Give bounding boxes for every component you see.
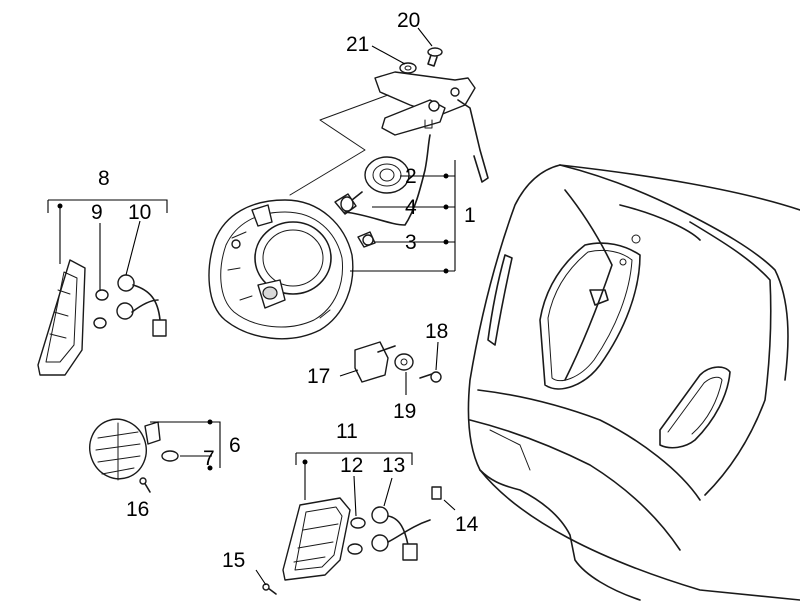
bracket-17 (354, 341, 396, 383)
callout-4: 4 (405, 196, 417, 219)
callout-10: 10 (128, 201, 151, 224)
callout-12: 12 (340, 454, 363, 477)
callout-7: 7 (203, 447, 215, 470)
bulb-3 (357, 231, 376, 248)
headlight-shell (208, 199, 354, 340)
lamp-ring-2 (364, 156, 410, 194)
callout-16: 16 (126, 498, 149, 521)
screw-15 (262, 583, 277, 595)
clip-14 (431, 486, 442, 500)
rear-reflector-lens (37, 259, 86, 376)
bulb-7 (161, 450, 179, 462)
bolt-18 (419, 371, 442, 383)
callout-2: 2 (405, 165, 417, 188)
bolt-20 (427, 47, 443, 67)
front-indicator-6 (89, 418, 161, 481)
socket-10 (116, 274, 167, 337)
callout-3: 3 (405, 231, 417, 254)
washer-21 (399, 62, 417, 74)
bulbs-9 (93, 289, 109, 329)
callout-19: 19 (393, 400, 416, 423)
callout-8: 8 (98, 167, 110, 190)
bulbs-12 (347, 517, 366, 555)
headlight-bracket (374, 71, 489, 183)
washer-19 (394, 353, 414, 371)
socket-13 (371, 506, 431, 561)
screw-16 (139, 477, 151, 493)
side-indicator-11 (282, 497, 351, 581)
callout-15: 15 (222, 549, 245, 572)
callout-20: 20 (397, 9, 420, 32)
callout-13: 13 (382, 454, 405, 477)
callout-9: 9 (91, 201, 103, 224)
callout-6: 6 (229, 434, 241, 457)
callout-14: 14 (455, 513, 479, 536)
bulb-4 (334, 191, 363, 215)
callout-1: 1 (464, 204, 476, 227)
callout-11: 11 (336, 420, 358, 443)
scooter-front-shield (467, 164, 800, 601)
callout-18: 18 (425, 320, 448, 343)
callout-21: 21 (346, 33, 369, 56)
callout-17: 17 (307, 365, 330, 388)
